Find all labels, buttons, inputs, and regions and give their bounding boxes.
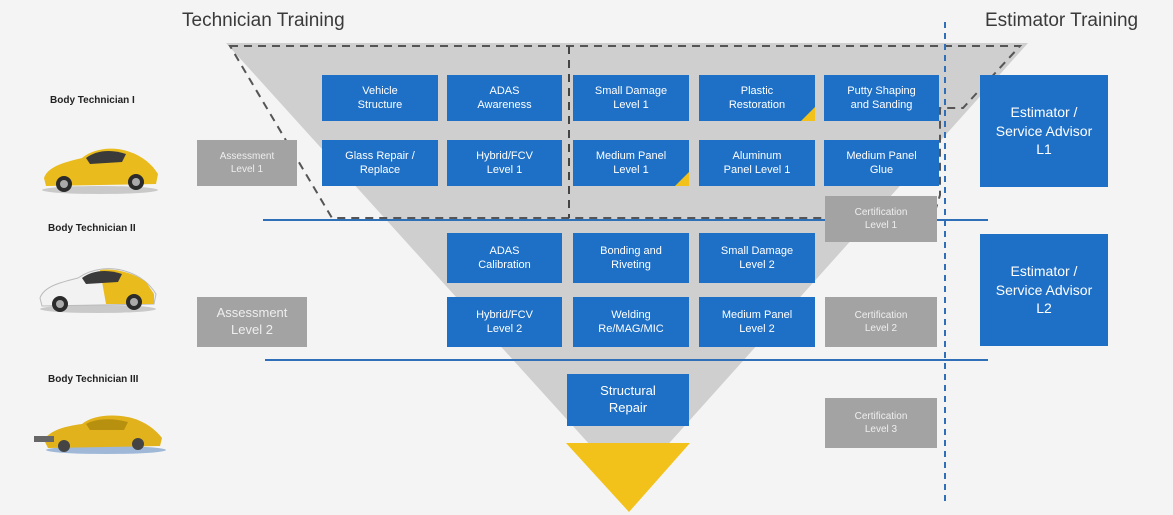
level-label-body-tech-3: Body Technician III bbox=[48, 374, 139, 385]
funnel-tip-highlight bbox=[566, 443, 690, 512]
estimator-training-title: Estimator Training bbox=[985, 10, 1139, 31]
assessment-level-2: Assessment Level 2 bbox=[197, 297, 307, 347]
car-body-frame-icon bbox=[34, 415, 166, 454]
course-structural-repair: Structural Repair bbox=[567, 374, 689, 426]
course-medium-panel-2: Medium Panel Level 2 bbox=[699, 297, 815, 347]
course-bonding-riveting: Bonding and Riveting bbox=[573, 233, 689, 283]
certification-level-2: Certification Level 2 bbox=[825, 297, 937, 347]
restoration-marker-icon bbox=[801, 107, 815, 121]
course-small-damage-2: Small Damage Level 2 bbox=[699, 233, 815, 283]
course-hybrid-fcv-1: Hybrid/FCV Level 1 bbox=[447, 140, 562, 186]
level-label-body-tech-2: Body Technician II bbox=[48, 223, 136, 234]
course-plastic-restoration: Plastic Restoration bbox=[699, 75, 815, 121]
technician-training-title: Technician Training bbox=[182, 10, 345, 31]
course-welding: Welding Re/MAG/MIC bbox=[573, 297, 689, 347]
restoration-marker-icon bbox=[675, 172, 689, 186]
course-putty-shaping: Putty Shaping and Sanding bbox=[824, 75, 939, 121]
course-adas-awareness: ADAS Awareness bbox=[447, 75, 562, 121]
car-yellow-icon bbox=[42, 148, 158, 194]
course-hybrid-fcv-2: Hybrid/FCV Level 2 bbox=[447, 297, 562, 347]
level1-dashed-outline bbox=[228, 45, 1023, 219]
course-aluminum-panel-1: Aluminum Panel Level 1 bbox=[699, 140, 815, 186]
course-medium-panel-glue: Medium Panel Glue bbox=[824, 140, 939, 186]
course-glass-repair: Glass Repair / Replace bbox=[322, 140, 438, 186]
estimator-service-advisor-l2: Estimator / Service Advisor L2 bbox=[980, 234, 1108, 346]
certification-level-1: Certification Level 1 bbox=[825, 196, 937, 242]
assessment-level-1: Assessment Level 1 bbox=[197, 140, 297, 186]
estimator-service-advisor-l1: Estimator / Service Advisor L1 bbox=[980, 75, 1108, 187]
course-medium-panel-1: Medium Panel Level 1 bbox=[573, 140, 689, 186]
course-vehicle-structure: Vehicle Structure bbox=[322, 75, 438, 121]
course-adas-calibration: ADAS Calibration bbox=[447, 233, 562, 283]
level-label-body-tech-1: Body Technician I bbox=[50, 95, 135, 106]
certification-level-3: Certification Level 3 bbox=[825, 398, 937, 448]
course-small-damage-1: Small Damage Level 1 bbox=[573, 75, 689, 121]
car-white-yellow-icon bbox=[39, 268, 157, 313]
